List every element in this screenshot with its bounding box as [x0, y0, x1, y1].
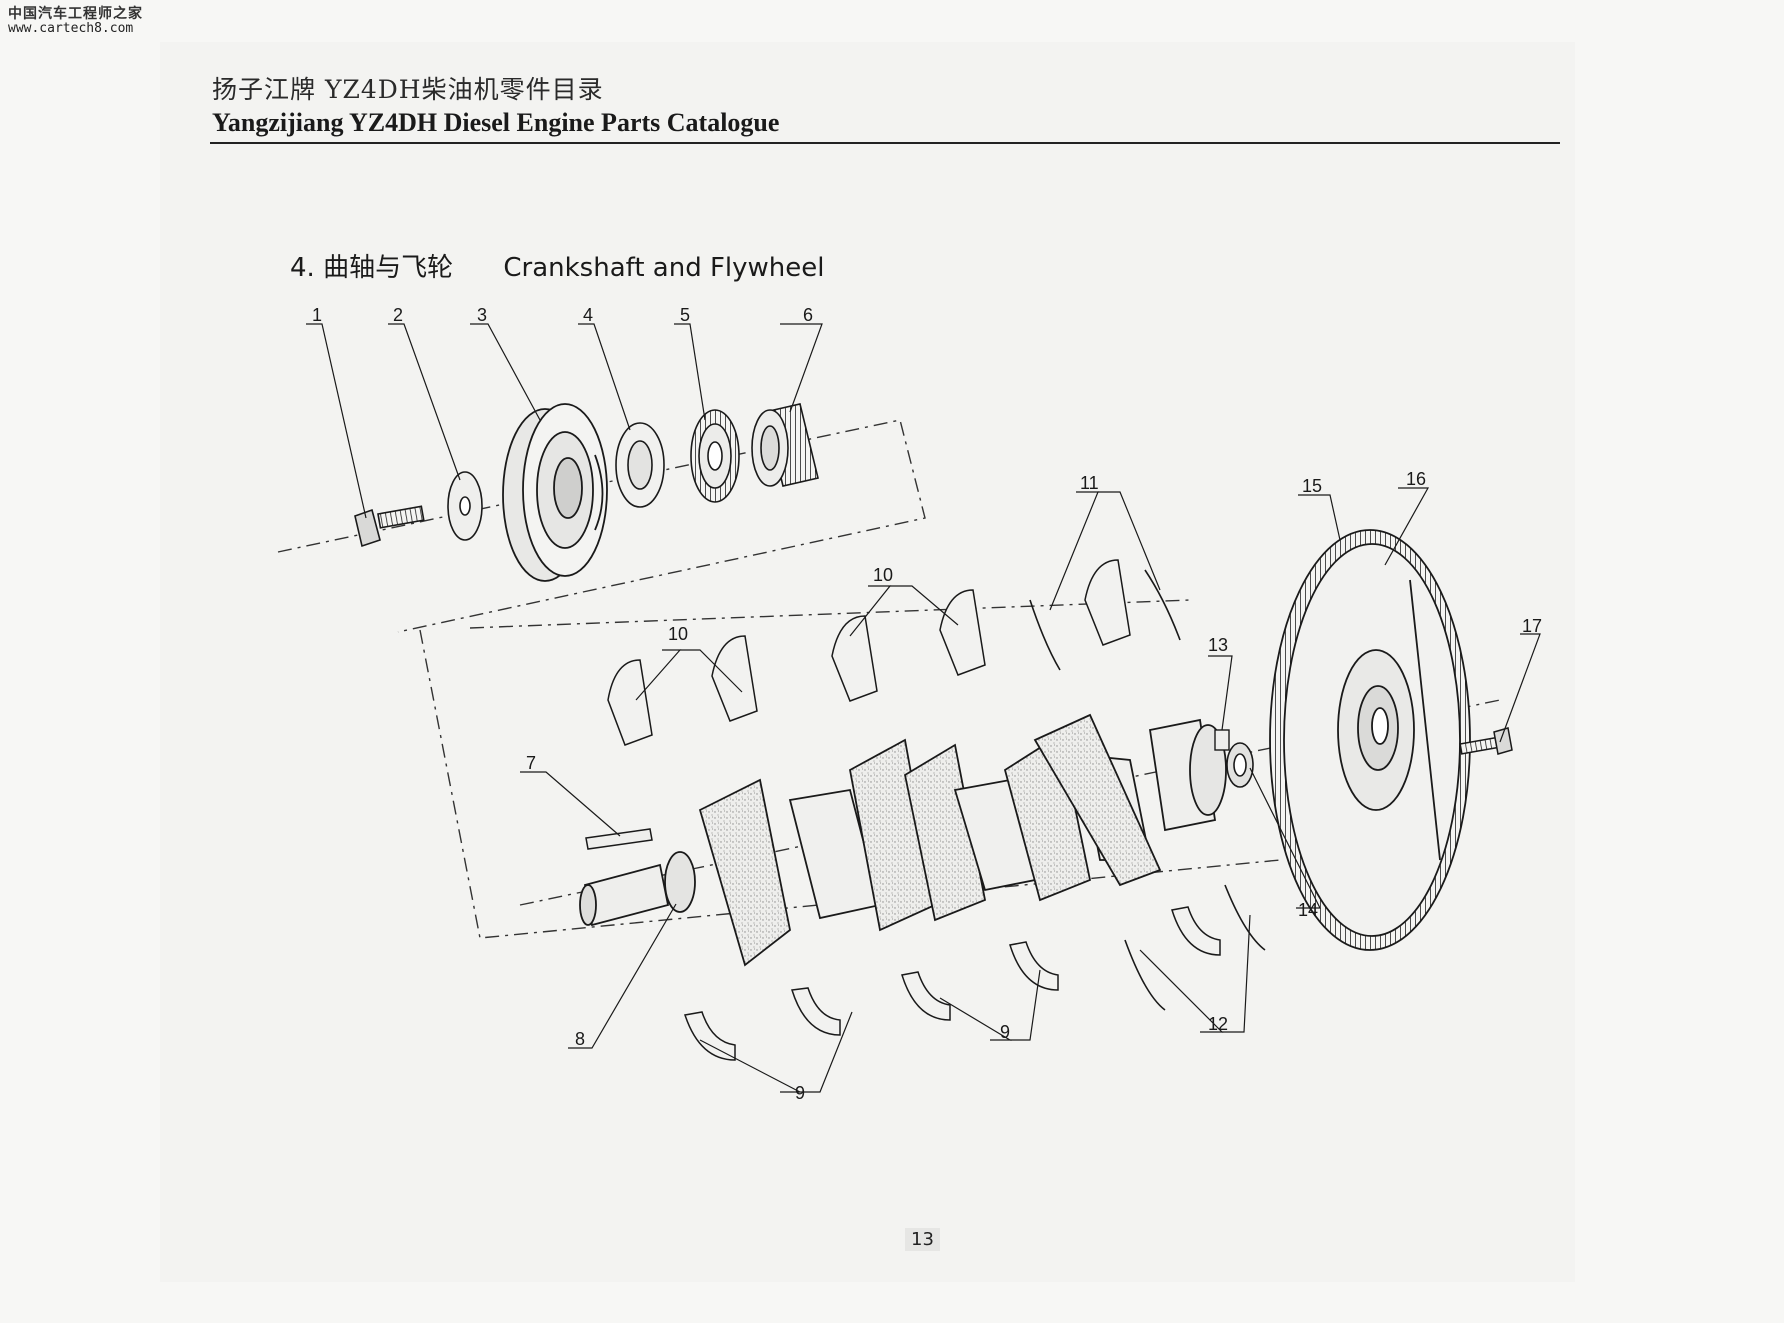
- section-title-en: Crankshaft and Flywheel: [503, 253, 825, 283]
- callout-leaders: [306, 323, 1541, 1093]
- part-5-oil-pump-drive-gear: [690, 409, 740, 503]
- part-2-washer: [447, 471, 483, 541]
- catalogue-title-cn: 扬子江牌 YZ4DH柴油机零件目录: [212, 75, 604, 104]
- callout-10-a: 10: [668, 624, 688, 644]
- part-14-pilot-bearing: [1226, 742, 1254, 788]
- part-13-dowel-pin: [1214, 729, 1230, 751]
- watermark-site-name: 中国汽车工程师之家: [8, 6, 143, 22]
- page-number: 13: [905, 1228, 940, 1251]
- part-12-lower-thrust-washers: [1124, 884, 1266, 1011]
- callout-16: 16: [1406, 469, 1426, 489]
- callout-11: 11: [1080, 473, 1099, 493]
- part-8-crankshaft: [579, 713, 1227, 967]
- section-number: 4.: [290, 253, 315, 283]
- callout-8: 8: [575, 1029, 585, 1049]
- callout-15: 15: [1302, 476, 1322, 496]
- section-title: 4. 曲轴与飞轮 Crankshaft and Flywheel: [290, 247, 825, 284]
- callout-7: 7: [526, 753, 536, 773]
- callout-3: 3: [477, 305, 487, 325]
- part-1-pulley-bolt: [354, 505, 425, 548]
- callout-10-b: 10: [873, 565, 893, 585]
- callout-1: 1: [312, 305, 322, 325]
- callout-14: 14: [1298, 900, 1318, 920]
- header-rule: [210, 142, 1560, 144]
- part-15-16-flywheel-and-ring-gear: [1269, 529, 1471, 951]
- part-7-woodruff-key: [585, 828, 653, 850]
- callout-17: 17: [1522, 616, 1542, 636]
- part-11-upper-thrust-washers: [1029, 569, 1181, 671]
- callout-4: 4: [583, 305, 593, 325]
- part-3-crankshaft-pulley: [502, 403, 608, 582]
- callout-2: 2: [393, 305, 403, 325]
- section-title-cn: 曲轴与飞轮: [323, 253, 454, 283]
- part-9-main-bearing-lower-shells: [684, 906, 1221, 1061]
- part-6-crankshaft-timing-gear: [751, 403, 819, 487]
- catalogue-title-en: Yangzijiang YZ4DH Diesel Engine Parts Ca…: [212, 108, 780, 137]
- callout-5: 5: [680, 305, 690, 325]
- callout-6: 6: [803, 305, 813, 325]
- callout-numbers: 1 2 3 4 5 6 7 8 9 9 9 10 10 11 12 13 14 …: [312, 305, 1542, 1103]
- callout-13: 13: [1208, 635, 1228, 655]
- callout-9-b: 9: [1000, 1022, 1010, 1042]
- callout-9-a: 9: [795, 1083, 805, 1103]
- part-10-main-bearing-upper-shells: [607, 559, 1131, 746]
- part-17-flywheel-bolt: [1459, 727, 1513, 755]
- watermark: 中国汽车工程师之家 www.cartech8.com: [8, 6, 143, 37]
- watermark-url[interactable]: www.cartech8.com: [8, 21, 134, 37]
- part-4-oil-slinger: [615, 422, 665, 508]
- callout-12: 12: [1208, 1014, 1228, 1034]
